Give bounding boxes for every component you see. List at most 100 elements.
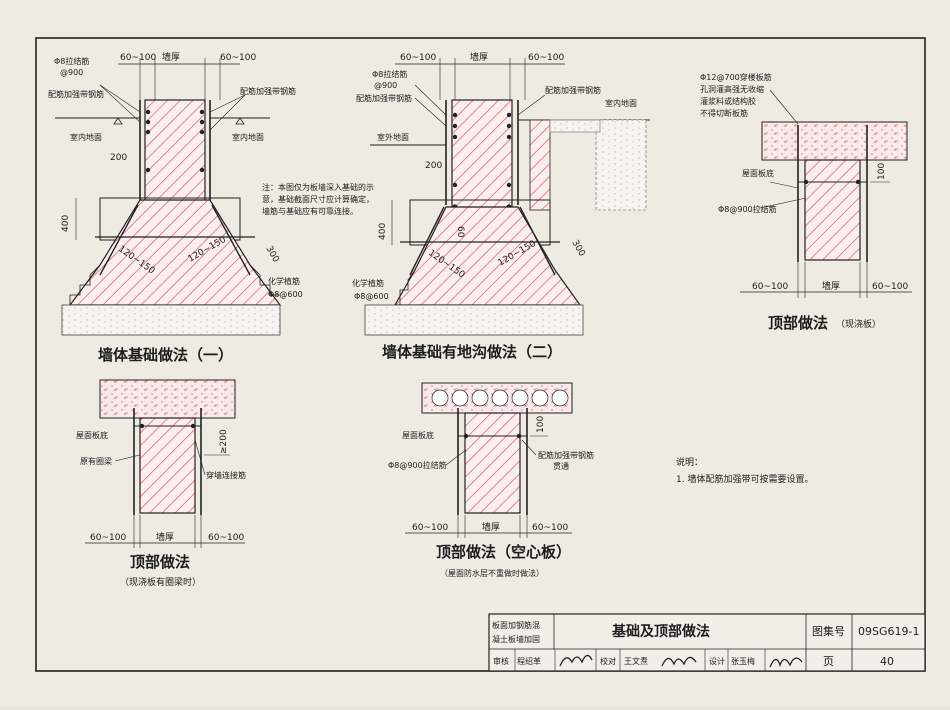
figure-top-hollow-slab: 100 屋面板底 Φ8@900拉结筋 配筋加强带钢筋 贯通 60~100 墙厚 … — [388, 382, 594, 578]
check-label: 校对 — [600, 656, 616, 666]
roof-slab — [99, 379, 236, 419]
label-tie-bar: Φ8@900拉结筋 — [388, 460, 447, 470]
category-line: 板面加钢筋混 — [492, 620, 540, 630]
figure-subtitle: （屋面防水层不重做时做法） — [440, 568, 544, 578]
label-outdoor-floor: 室外地面 — [377, 132, 409, 142]
label-roof-slab: 屋面板底 — [742, 168, 774, 178]
dim-300: 300 — [569, 239, 586, 259]
label-steel-strip: 配筋加强带钢筋 — [240, 86, 296, 96]
dim-60-100: 60~100 — [872, 282, 908, 292]
notes-item: 1. 墙体配筋加强带可按需要设置。 — [676, 473, 813, 485]
dim-60-100: 60~100 — [752, 282, 788, 292]
dim-ge200: ≥200 — [219, 429, 229, 454]
note-line: 墙筋与基础应有可靠连接。 — [262, 206, 358, 216]
label-bar-desc: 不得切断板筋 — [700, 108, 748, 118]
dim-60-100: 60~100 — [220, 53, 256, 63]
label-steel-strip: 配筋加强带钢筋 — [545, 85, 601, 95]
label-roof-slab: 屋面板底 — [76, 430, 108, 440]
figure-title: 顶部做法 — [130, 553, 190, 571]
dim-60-100: 60~100 — [400, 53, 436, 63]
label-indoor-floor: 室内地面 — [605, 98, 637, 108]
dim-100: 100 — [877, 163, 887, 180]
dim-400: 400 — [61, 215, 71, 232]
wall-section — [144, 99, 206, 211]
review-label: 审核 — [493, 656, 509, 666]
note-line: 注：本图仅为板墙深入基础的示 — [262, 182, 374, 192]
category-line: 凝土板墙加固 — [492, 634, 540, 644]
label-tie-spacing: @900 — [60, 68, 83, 77]
wall-section — [804, 159, 861, 261]
label-ring-beam: 原有圈梁 — [80, 456, 112, 466]
atlas-number: 09SG619-1 — [858, 625, 919, 638]
design-label: 设计 — [709, 656, 725, 666]
title-block: 板面加钢筋混 凝土板墙加固 基础及顶部做法 图集号 09SG619-1 审核 程… — [488, 613, 926, 672]
label-indoor-floor: 室内地面 — [232, 132, 264, 142]
figure-top-ring-beam: ≥200 屋面板底 原有圈梁 穿墙连接筋 60~100 墙厚 60~100 顶部… — [76, 379, 246, 588]
roof-slab — [761, 121, 908, 161]
figure-title: 墙体基础有地沟做法（二） — [382, 343, 562, 361]
label-indoor-floor: 室内地面 — [70, 132, 102, 142]
designer-signature — [769, 657, 803, 668]
label-chem-spacing: Φ8@600 — [268, 290, 303, 299]
note-line: 意，基础截面尺寸应计算确定， — [262, 194, 374, 204]
base-layer — [364, 304, 584, 336]
dim-60-100: 60~100 — [528, 53, 564, 63]
label-bar-desc: 孔洞灌高强无收缩 — [700, 84, 764, 94]
dim-60-100: 60~100 — [120, 53, 156, 63]
figure-foundation-2: 60~100 墙厚 60~100 Φ8拉结筋 @900 配筋加强带钢筋 配筋加强… — [352, 51, 650, 361]
figure-top-cast-slab: 100 Φ12@700穿楼板筋 孔洞灌高强无收缩 灌浆料或结构胶 不得切断板筋 … — [700, 72, 912, 332]
label-tie-bar: Φ8拉结筋 — [54, 56, 89, 66]
page-number: 40 — [880, 655, 894, 668]
dim-60-100: 60~100 — [412, 523, 448, 533]
label-bar-desc: Φ12@700穿楼板筋 — [700, 72, 772, 82]
wall-section — [451, 99, 513, 211]
dim-wall-thickness: 墙厚 — [156, 531, 174, 543]
label-through: 贯通 — [553, 461, 569, 471]
checker-name: 王文焘 — [624, 656, 648, 666]
dim-wall-thickness: 墙厚 — [822, 280, 840, 292]
label-through-bar: 穿墙连接筋 — [206, 470, 246, 480]
wall-section — [464, 412, 521, 514]
figure-title: 顶部做法 — [768, 314, 828, 332]
label-tie-bar: Φ8拉结筋 — [372, 69, 407, 79]
reviewer-signature — [559, 654, 593, 667]
footing — [68, 199, 282, 306]
dim-200: 200 — [110, 153, 127, 163]
dim-60-100: 60~100 — [90, 533, 126, 543]
dim-wall-thickness: 墙厚 — [470, 51, 488, 63]
figure-subtitle: （现浇板有圈梁时） — [120, 576, 201, 588]
notes-heading: 说明： — [676, 456, 703, 468]
dim-400: 400 — [378, 223, 388, 240]
dim-100: 100 — [536, 416, 546, 433]
figure-title: 顶部做法（空心板） — [436, 543, 571, 561]
checker-signature — [661, 656, 697, 667]
figure-subtitle: （现浇板） — [836, 318, 881, 330]
dim-wall-thickness: 墙厚 — [482, 521, 500, 533]
figure-foundation-1: 60~100 墙厚 60~100 Φ8拉结筋 @90 — [48, 51, 374, 364]
label-chem-bar: 化学植筋 — [352, 278, 384, 288]
page-label: 页 — [823, 655, 834, 668]
designer-name: 张玉梅 — [731, 656, 755, 666]
label-roof-slab: 屋面板底 — [402, 430, 434, 440]
label-chem-spacing: Φ8@600 — [354, 292, 389, 301]
base-layer — [61, 304, 281, 336]
outer-frame — [35, 37, 926, 672]
label-steel-strip: 配筋加强带钢筋 — [48, 89, 104, 99]
dim-60-100: 60~100 — [208, 533, 244, 543]
dim-wall-thickness: 墙厚 — [162, 51, 180, 63]
dim-300: 300 — [263, 245, 280, 265]
figure-title: 墙体基础做法（一） — [98, 346, 233, 364]
label-bar-desc: 灌浆料或结构胶 — [700, 96, 756, 106]
dim-60: 60 — [455, 226, 465, 238]
label-strip-bar: 配筋加强带钢筋 — [538, 450, 594, 460]
footing — [393, 206, 582, 306]
dim-60-100: 60~100 — [532, 523, 568, 533]
label-steel-strip: 配筋加强带钢筋 — [356, 93, 412, 103]
reviewer-name: 程绍革 — [517, 656, 541, 666]
label-tie-bar: Φ8@900拉结筋 — [718, 204, 777, 214]
wall-section — [139, 417, 196, 514]
label-tie-spacing: @900 — [374, 81, 397, 90]
drawing-title: 基础及顶部做法 — [612, 623, 710, 640]
